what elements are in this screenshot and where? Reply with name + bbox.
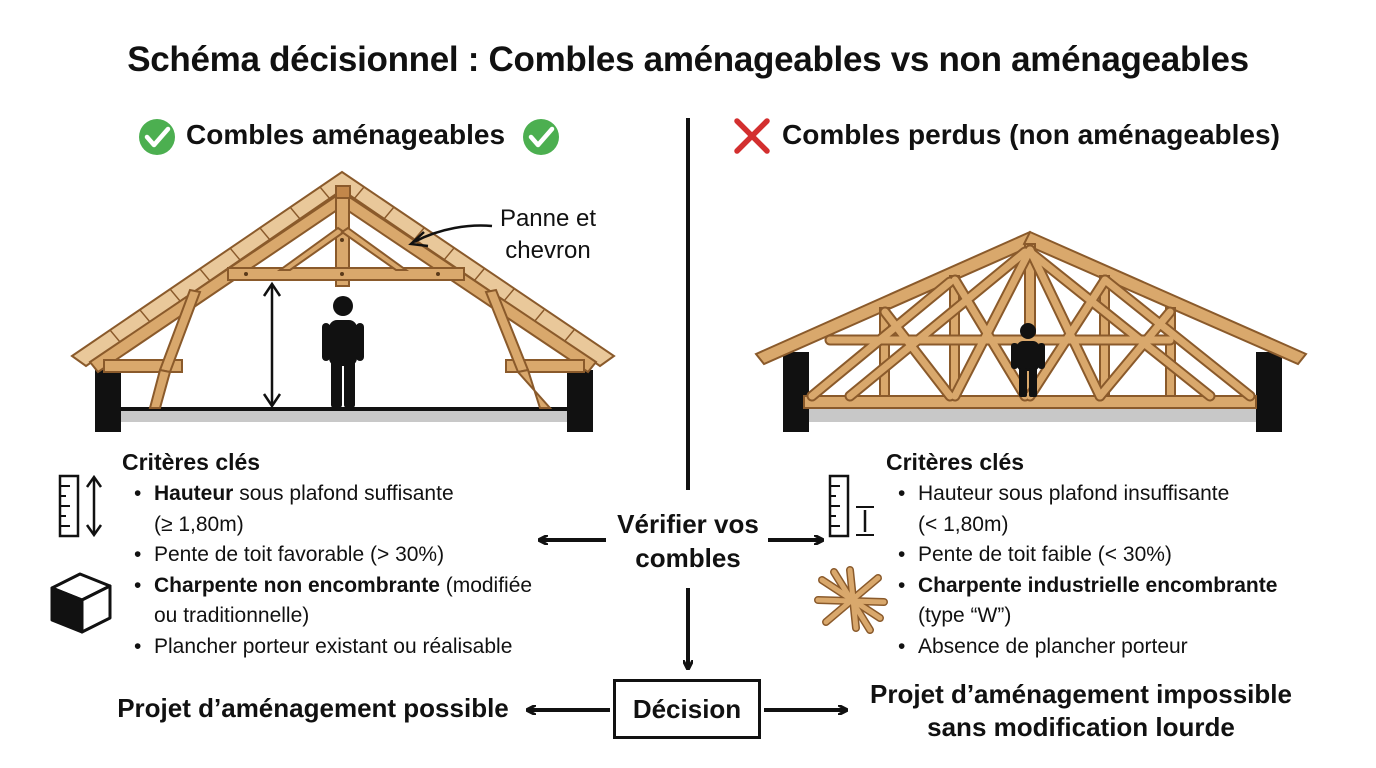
- ruler-icon: [58, 474, 103, 538]
- check-your-attic-prompt: Vérifier vos combles: [617, 509, 759, 573]
- person-figure: [1011, 323, 1045, 397]
- list-item: Plancher porteur existant ou réalisable: [132, 632, 532, 663]
- list-item: Absence de plancher porteur: [896, 632, 1277, 663]
- ruler-icon: [828, 474, 874, 538]
- person-figure: [322, 296, 364, 408]
- annotation-arrow: [413, 224, 493, 244]
- rafter-left: [88, 190, 348, 374]
- left-criteria-list: Hauteur sous plafond suffisante(≥ 1,80m)…: [132, 479, 532, 662]
- wall-right: [1256, 352, 1282, 432]
- list-item: Hauteur sous plafond suffisante(≥ 1,80m): [132, 479, 532, 540]
- decision-node: Décision: [613, 679, 761, 739]
- left-column-title: Combles aménageables: [186, 119, 506, 150]
- lost-attic-illustration: [754, 230, 1308, 432]
- outcome-possible: Projet d’aménagement possible: [117, 693, 509, 723]
- list-item: Charpente industrielle encombrante(type …: [896, 571, 1277, 632]
- right-criteria-title: Critères clés: [886, 449, 1025, 475]
- attic-floor: [804, 408, 1264, 422]
- list-item: Hauteur sous plafond insuffisante(< 1,80…: [896, 479, 1277, 540]
- check-icon: [523, 119, 559, 155]
- tangled-beams-icon: [814, 566, 888, 634]
- cross-icon: [734, 118, 770, 154]
- wall-left: [95, 370, 121, 432]
- wall-left: [783, 352, 809, 432]
- purlin-annotation: Panne et chevron: [499, 205, 597, 264]
- habitable-attic-illustration: [70, 170, 616, 432]
- outcome-impossible: Projet d’aménagement impossible sans mod…: [870, 679, 1292, 742]
- page-title: Schéma décisionnel : Combles aménageable…: [127, 40, 1249, 79]
- wall-right: [567, 370, 593, 432]
- cube-icon: [50, 572, 112, 634]
- roof-tiles: [70, 170, 616, 368]
- list-item: Pente de toit faible (< 30%): [896, 540, 1277, 571]
- attic-floor: [120, 408, 570, 422]
- list-item: Pente de toit favorable (> 30%): [132, 540, 532, 571]
- collar-tie: [227, 267, 465, 281]
- right-column-title: Combles perdus (non aménageables): [782, 119, 1280, 150]
- check-icon: [139, 119, 175, 155]
- left-criteria-title: Critères clés: [122, 449, 261, 475]
- right-criteria-list: Hauteur sous plafond insuffisante(< 1,80…: [896, 479, 1277, 662]
